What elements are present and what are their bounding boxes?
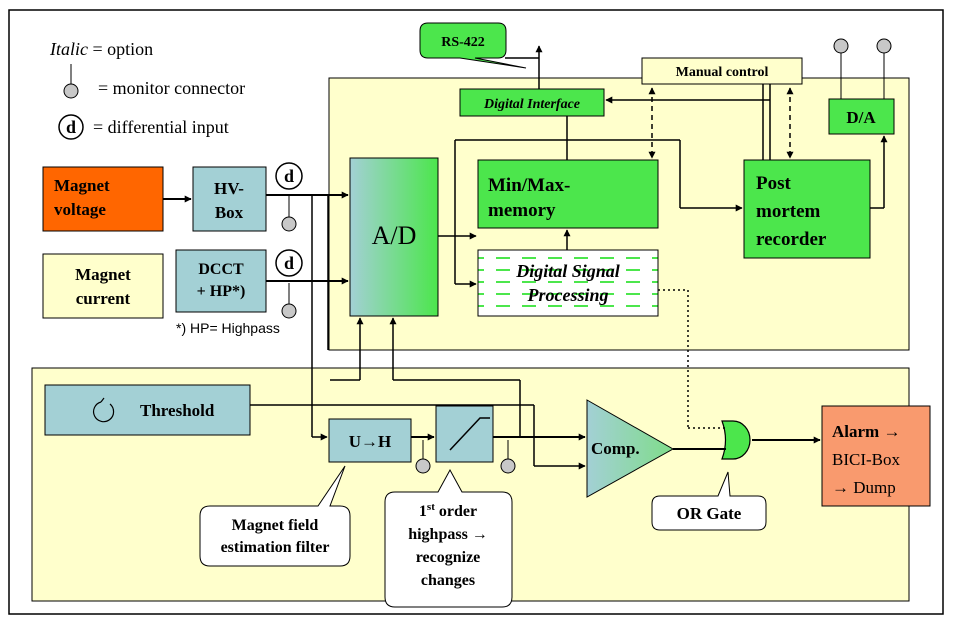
legend-diff-text: = differential input [93,117,229,137]
monitor-connector-voltage-icon [281,216,297,232]
magnet-voltage-block [42,166,164,232]
threshold-block [44,384,251,436]
or-gate-icon [721,420,751,460]
monitor-connector-current-icon [281,303,297,319]
threshold-label: Threshold [140,401,215,420]
uh-filter-block [328,418,412,463]
rs422-label: RS-422 [441,35,485,50]
signal-lines [163,45,888,470]
dsp-to-or-dotted-line [658,289,726,429]
legend-italic-option: Italic = option [49,39,153,59]
da-monitor-connector-2-icon [876,38,892,54]
hv-box-block [192,166,267,232]
ad-converter-label: A/D [372,221,417,250]
da-converter-block [828,98,895,135]
diff-input-voltage-symbol: d [284,166,294,186]
dcct-block [175,249,267,313]
highpass-slope-icon [449,417,490,451]
uh-filter-label: U→H [349,432,392,451]
minmax-memory-block [477,159,659,229]
manual-control-block [641,57,803,85]
diff-input-current-symbol: d [284,253,294,273]
post-mortem-recorder-block [743,159,871,259]
legend-diff-symbol: d [66,117,76,137]
ad-converter-block [349,157,439,317]
legend-diff-input-icon [58,114,84,140]
diff-input-voltage-icon [275,162,303,190]
da-converter-label: D/A [846,108,876,127]
digital-interface-block [459,88,605,117]
legend-monitor-connector-icon [63,83,79,99]
comparator-label: Comp. [591,439,640,458]
da-monitor-connector-1-icon [833,38,849,54]
or-gate-callout [651,471,767,531]
manual-control-label: Manual control [676,65,769,80]
magnet-current-block [42,253,164,319]
comparator-triangle [586,399,675,498]
highpass-callout [384,468,513,608]
diff-input-current-icon [275,249,303,277]
rs422-callout [419,22,527,69]
or-gate-label: OR Gate [677,504,742,523]
alarm-block [821,405,931,507]
digital-interface-label: Digital Interface [483,97,580,112]
minmax-memory-label: Min/Max-memory [488,175,570,221]
field-filter-callout [199,465,351,567]
monitor-connector-hp-icon [500,458,516,474]
monitor-connector-uh-icon [415,458,431,474]
dsp-block [477,249,659,317]
highpass-footnote: *) HP= Highpass [176,320,280,336]
control-dashed-lines [648,87,794,159]
highpass-callout-title: 1st order [419,501,477,520]
dcct-label: DCCT+ HP*) [197,261,246,300]
alarm-label: Alarm →BICI-Box→ Dump [832,422,901,497]
potentiometer-icon [92,401,115,423]
legend-monitor-text: = monitor connector [98,78,245,98]
hv-box-label: HV-Box [214,179,244,222]
